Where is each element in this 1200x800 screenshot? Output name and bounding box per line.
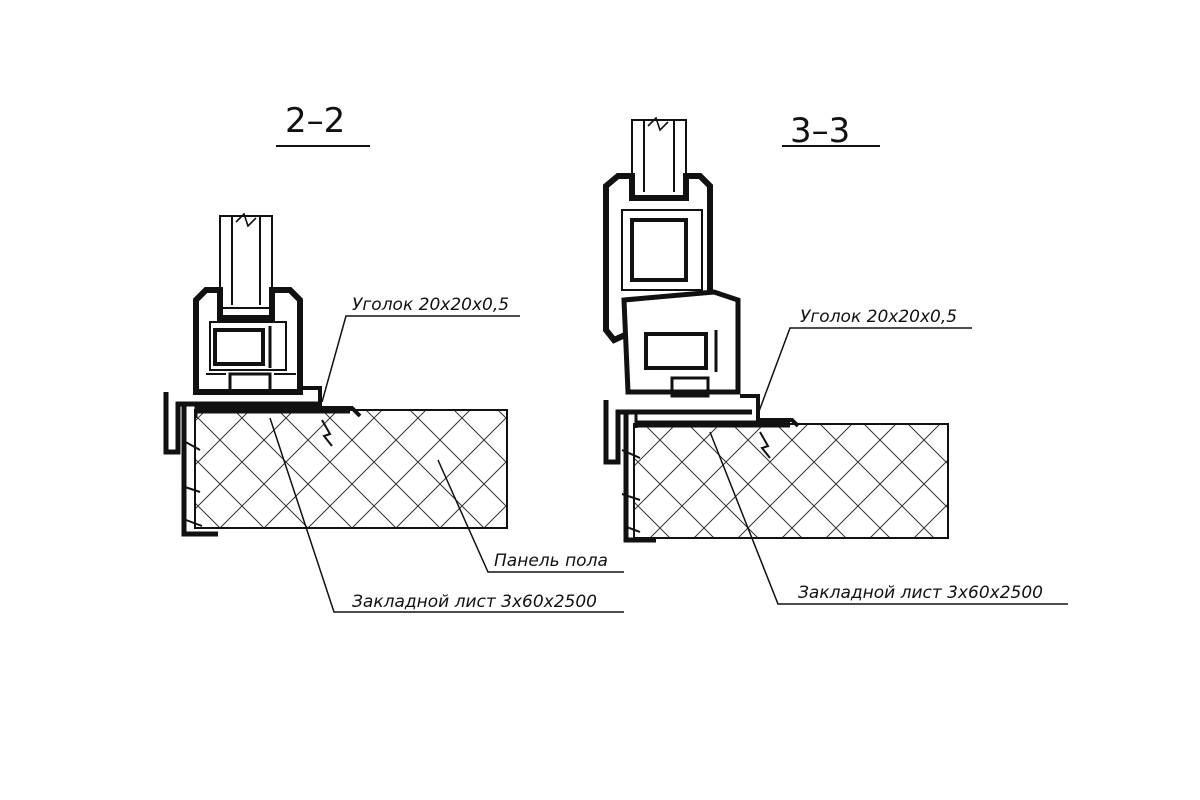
callout-floor-panel: Панель пола	[494, 551, 608, 571]
section-title: 2–2	[285, 101, 345, 141]
floor-panel	[633, 423, 949, 539]
window-profile	[193, 287, 303, 395]
callout-embedded-plate: Закладной лист 3х60х2500	[352, 592, 597, 612]
section-title: 3–3	[790, 111, 850, 151]
glass-unit	[631, 116, 687, 201]
callout-angle: Уголок 20х20х0,5	[800, 307, 957, 327]
screws	[181, 419, 333, 527]
window-profile	[603, 173, 741, 398]
leader-lines	[709, 327, 1068, 605]
callout-angle: Уголок 20х20х0,5	[352, 295, 509, 315]
section-3-3: 3–3	[603, 111, 1068, 605]
section-2-2: 2–2	[163, 101, 624, 613]
glass-unit	[219, 212, 273, 309]
screws	[621, 431, 771, 533]
steel-angle	[636, 394, 800, 428]
steel-angle	[196, 386, 362, 418]
callout-embedded-plate: Закладной лист 3х60х2500	[798, 583, 1043, 603]
leader-lines	[269, 315, 624, 613]
floor-panel	[194, 409, 508, 529]
